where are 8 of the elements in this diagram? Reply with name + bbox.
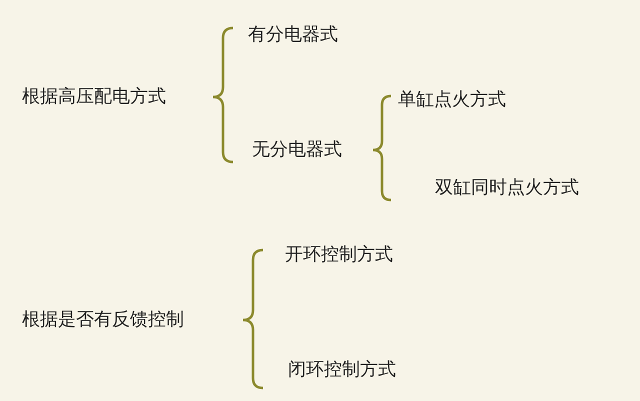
category-label: 闭环控制方式 [288,358,396,382]
category-label: 根据是否有反馈控制 [22,308,184,332]
category-label: 有分电器式 [248,23,338,47]
category-label: 单缸点火方式 [398,88,506,112]
category-label: 双缸同时点火方式 [435,176,579,200]
category-label: 根据高压配电方式 [22,85,166,109]
category-label: 开环控制方式 [285,243,393,267]
category-label: 无分电器式 [252,138,342,162]
